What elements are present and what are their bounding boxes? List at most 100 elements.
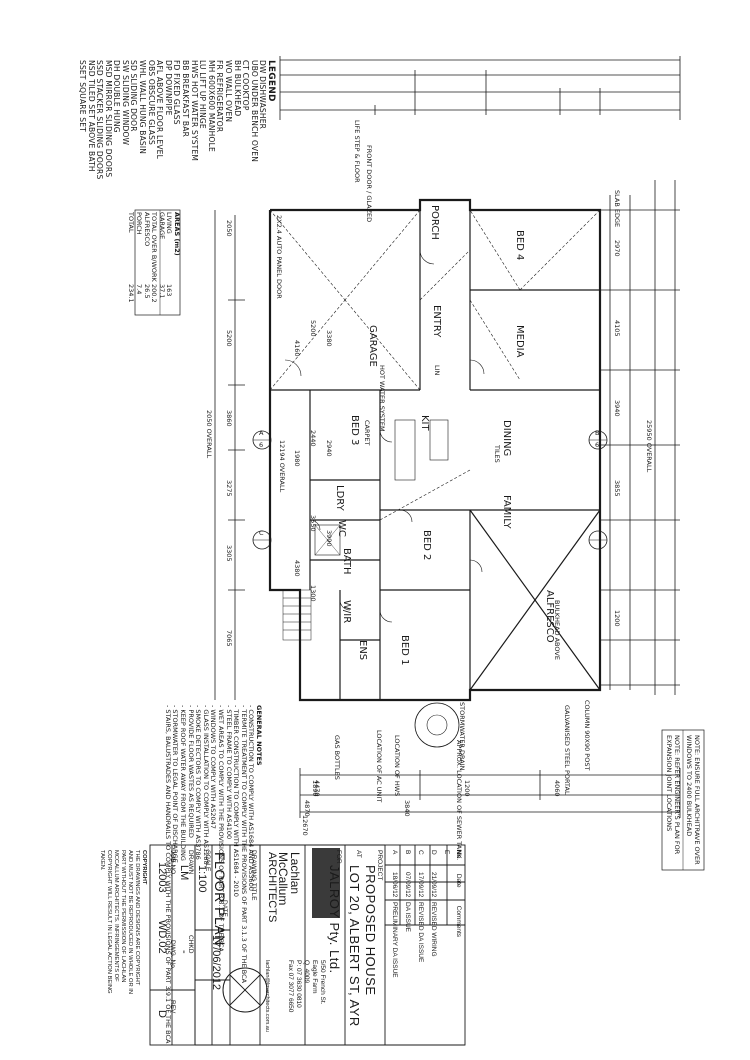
drawn-by: LM bbox=[178, 865, 190, 881]
general-note-item: - TIMBER CONSTRUCTION TO COMPLY WITH AS1… bbox=[232, 705, 241, 897]
dim-label-top: 2940 bbox=[325, 440, 333, 457]
areas-table-box bbox=[134, 209, 181, 316]
legend-item: SD SLIDING DOOR bbox=[129, 60, 139, 132]
firm-line3: ARCHITECTS bbox=[266, 852, 278, 923]
revision-comments: DA ISSUE bbox=[404, 902, 411, 932]
legend-item: BH BULKHEAD bbox=[232, 60, 242, 117]
note-hws-location: LOCATION OF HWS bbox=[393, 735, 401, 797]
room-bed3: BED 3 bbox=[349, 415, 360, 446]
note-column: COLUMN 90X90 POST bbox=[583, 700, 591, 771]
revision-comments: REVISED DA ISSUE bbox=[417, 902, 424, 963]
legend-item: HWS HOT WATER SYSTEM bbox=[189, 60, 199, 162]
revisions-header: No. Date Comments bbox=[454, 850, 462, 937]
section-marker-b: B bbox=[595, 429, 600, 437]
room-wir: W/IR bbox=[341, 600, 352, 624]
legend-item: LU LIFT UP HINGE bbox=[198, 60, 208, 129]
revision-no: D bbox=[430, 850, 437, 855]
checked-by: - bbox=[178, 950, 190, 954]
legend-title: LEGEND bbox=[266, 60, 276, 102]
general-notes-items: - CONSTRUCTION TO COMPLY WITH AS1684 AND… bbox=[163, 705, 256, 1044]
areas-row-label: LIVING bbox=[165, 212, 174, 234]
legend-item: UBO UNDER BENCH OVEN bbox=[249, 60, 259, 163]
dim-label-right: 4105 bbox=[613, 320, 621, 337]
room-wc: WC bbox=[336, 520, 347, 537]
legend-item: SSD STACKER SLIDING DOORS bbox=[95, 60, 105, 180]
section-marker-6b: 6 bbox=[595, 441, 600, 449]
sewer-tank-circle bbox=[414, 702, 460, 748]
legend-item: AFL ABOVE FLOOR LEVEL bbox=[155, 60, 165, 159]
dim-label-right: 1200 bbox=[613, 610, 621, 627]
copyright-line: COPYRIGHT WILL RESULT IN LEGAL ACTION BE… bbox=[106, 850, 112, 994]
general-note-item: - TERMITE TREATMENT TO COMPLY WITH THE P… bbox=[239, 705, 248, 984]
rev-label: REV bbox=[169, 1000, 176, 1014]
legend-item: WO WALL OVEN bbox=[224, 60, 234, 123]
room-garage: GARAGE bbox=[367, 325, 378, 367]
overall-side-dim: 25950 OVERALL bbox=[645, 420, 653, 473]
dim-label-top: 3550 bbox=[309, 515, 317, 532]
note-hws: HOT WATER SYSTEM bbox=[378, 365, 386, 432]
address-label: AT bbox=[355, 850, 362, 858]
job-no-label: JOB NO. bbox=[169, 850, 176, 877]
overall-side-dim-left: 2050 OVERALL bbox=[205, 410, 213, 459]
revision-no: B bbox=[404, 850, 411, 855]
room-media: MEDIA bbox=[514, 325, 525, 358]
drawing-scale: 1:100 bbox=[196, 865, 208, 893]
note-garage-door: 2X2.4 AUTO PANEL DOOR bbox=[275, 215, 283, 299]
dim-label-bottom: 4470 bbox=[313, 780, 321, 797]
legend-item: DH DOUBLE HUNG bbox=[112, 60, 122, 133]
note-engineer: NOTE: REFER ENGINEER'S PLAN FOR EXPANSIO… bbox=[665, 735, 681, 854]
areas-row-value: 200.2 bbox=[150, 284, 159, 303]
note-slab-edge: SLAB EDGE bbox=[613, 190, 621, 228]
date-label: DATE bbox=[221, 900, 228, 917]
revision-no: E bbox=[443, 850, 450, 855]
dim-label-left: 3305 bbox=[225, 545, 233, 562]
dim-label-top: 3380 bbox=[325, 330, 333, 347]
note-engineer-l2: EXPANSION JOINT LOCATIONS bbox=[665, 735, 674, 832]
north-point-logo bbox=[222, 967, 268, 1013]
firm-address3: Q. 4009 bbox=[303, 960, 310, 984]
legend-item: DP DOWNPIPE bbox=[163, 60, 173, 116]
dim-label-left: 2050 bbox=[225, 220, 233, 237]
copyright-line: TAKEN. bbox=[99, 850, 105, 871]
areas-row: GARAGE 37.1 bbox=[157, 212, 166, 303]
legend-item: MH 600X600 MANHOLE bbox=[206, 60, 216, 152]
note-architrave-l2: WINDOWS TO 2400 BULKHEAD bbox=[685, 735, 694, 837]
rev-header-date: Date bbox=[455, 873, 462, 888]
copyright: COPYRIGHT THE DRAWINGS AND DESIGNS ARE C… bbox=[98, 850, 147, 994]
revision-date: 18/06/12 bbox=[391, 872, 398, 898]
areas-row-value: 37.1 bbox=[157, 284, 166, 299]
dwg-no: WD.02 bbox=[156, 920, 168, 954]
note-architrave: NOTE: ENSURE FULL ARCHITRAVE OVER WINDOW… bbox=[685, 735, 701, 865]
firm-email: lachlan@lmarchitects.com.au bbox=[264, 960, 270, 1032]
section-marker-c: C bbox=[259, 529, 264, 537]
areas-row: PORCH7.4 bbox=[134, 212, 143, 303]
room-ensuite: ENS bbox=[357, 640, 368, 661]
overall-bottom-dim: 12670 bbox=[301, 815, 309, 836]
revision-row: A18/06/12PRELIMINARY DA ISSUE bbox=[390, 850, 398, 978]
areas-row-value: 234.1 bbox=[127, 284, 136, 303]
legend-item: DW DISHWASHER bbox=[258, 60, 268, 130]
revision-date: 07/09/12 bbox=[404, 872, 411, 898]
dim-label-bottom: 4870 bbox=[303, 800, 311, 817]
revision-row: D21/09/12REVISED WIRING bbox=[429, 850, 437, 957]
dim-label-top: 4160 bbox=[293, 340, 301, 357]
room-porch: PORCH bbox=[429, 205, 440, 240]
revision-date: 17/09/12 bbox=[417, 872, 424, 898]
firm-address1: 5/50 French St. bbox=[319, 960, 326, 1005]
client-name: JALROY Pty. Ltd. bbox=[327, 865, 342, 974]
dim-label-top: 3990 bbox=[325, 530, 333, 547]
project-name: PROPOSED HOUSE bbox=[363, 865, 378, 996]
areas-title: AREAS (m2) bbox=[173, 212, 181, 256]
dim-label-left: 7065 bbox=[225, 630, 233, 647]
areas-row-value: 26.5 bbox=[142, 284, 151, 299]
note-sewer: APPROX. LOCATION OF SEWER TANK bbox=[455, 740, 463, 859]
room-kitchen: KIT bbox=[419, 415, 430, 431]
note-bulkhead: BULKHEAD ABOVE bbox=[553, 600, 561, 660]
areas-row: TOTAL234.1 bbox=[127, 212, 135, 303]
room-bed4: BED 4 bbox=[514, 230, 525, 261]
areas-row-label: GARAGE bbox=[157, 212, 166, 240]
areas-row-value: 163 bbox=[165, 284, 174, 297]
